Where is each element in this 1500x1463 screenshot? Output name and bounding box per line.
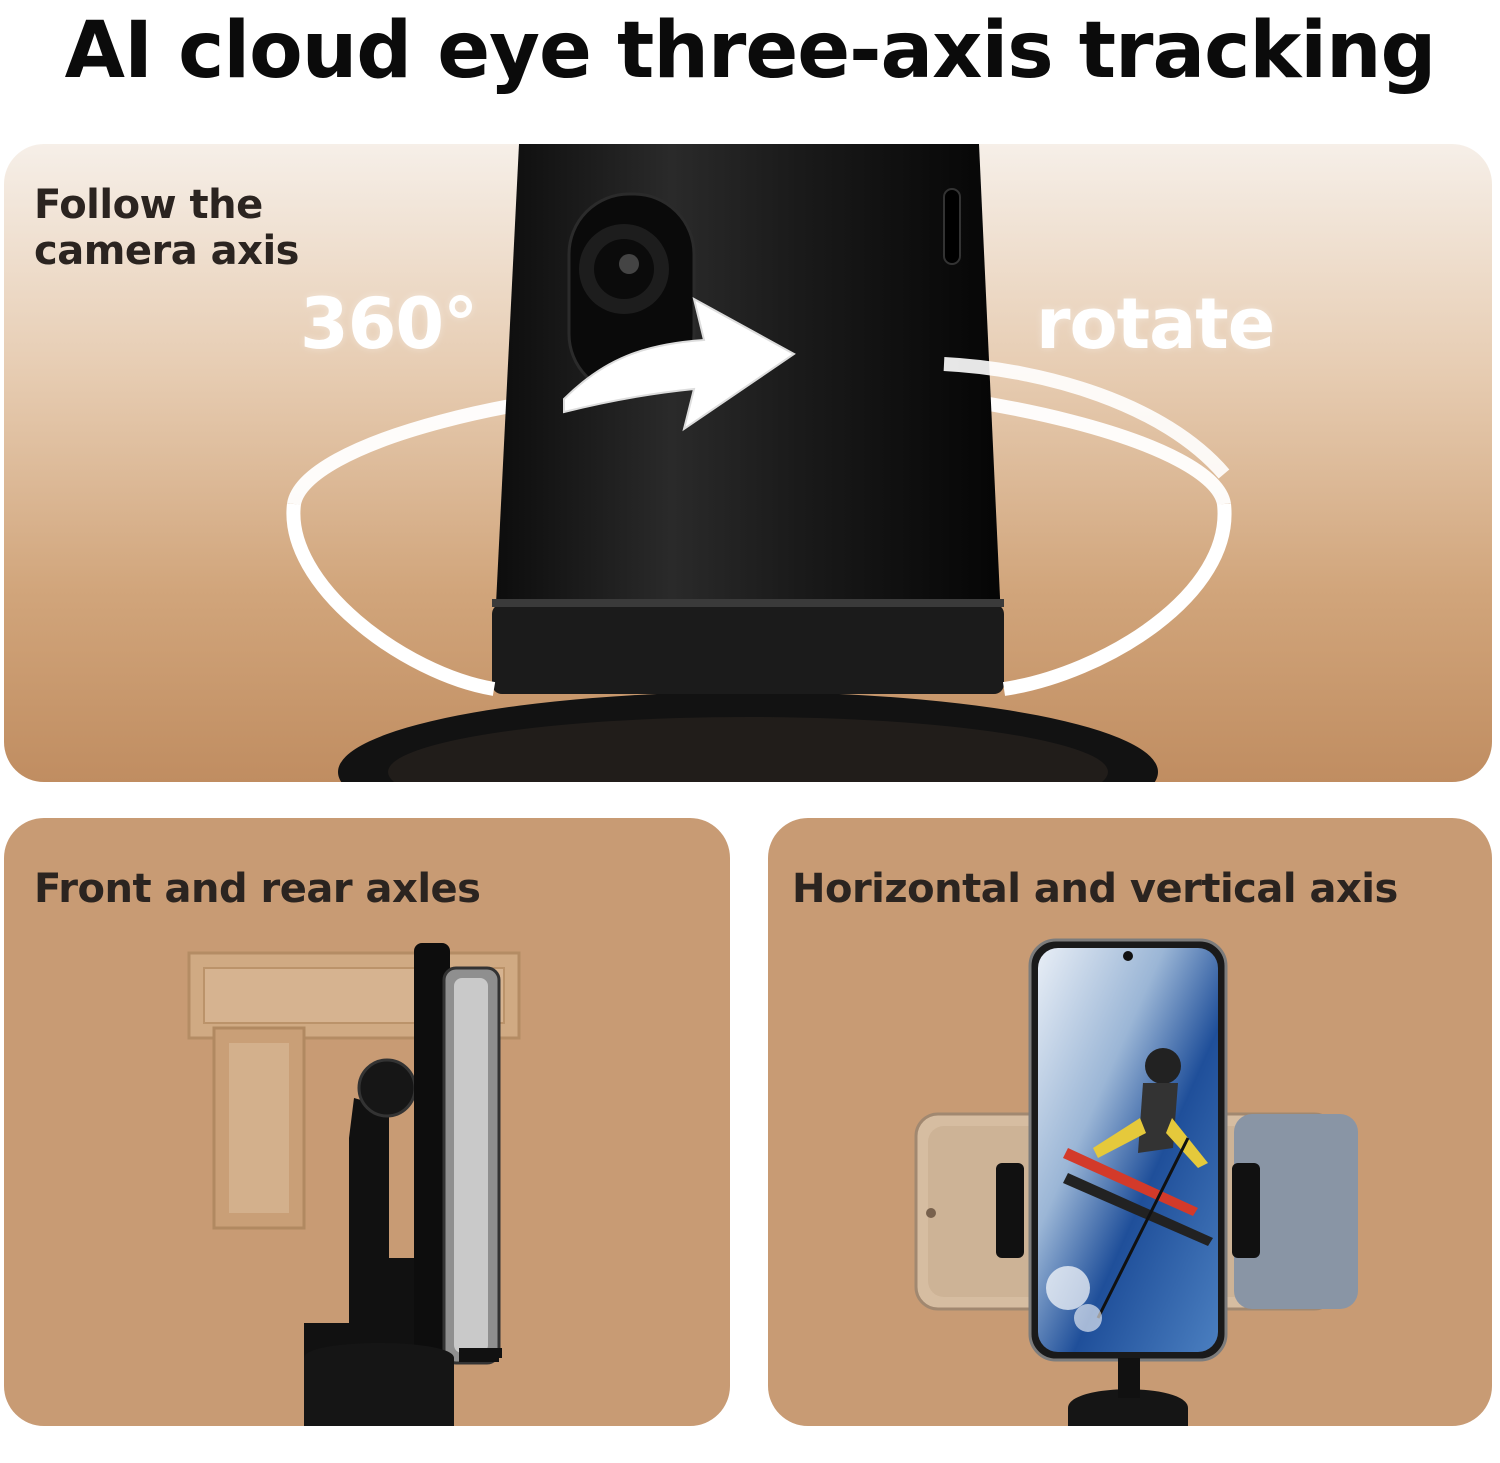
degree-text: 360° bbox=[300, 283, 478, 365]
camera-axis-illustration bbox=[286, 144, 1232, 782]
front-rear-axles-panel: Front and rear axles bbox=[4, 818, 730, 1426]
gimbal-arm bbox=[304, 1098, 414, 1398]
rotate-phone-illustration bbox=[914, 938, 1358, 1426]
horizontal-vertical-axis-panel: Horizontal and vertical axis bbox=[768, 818, 1492, 1426]
panel-label-line1: Follow the bbox=[34, 182, 263, 228]
gimbal-base bbox=[304, 1343, 454, 1426]
rotation-ring-front bbox=[286, 503, 496, 696]
gimbal-base bbox=[1068, 1389, 1188, 1426]
camera-axis-panel: Follow the camera axis 360° rotate bbox=[4, 144, 1492, 782]
headline: AI cloud eye three-axis tracking bbox=[64, 6, 1437, 96]
panel-label-line2: camera axis bbox=[34, 228, 299, 274]
rotate-text: rotate bbox=[1036, 283, 1275, 365]
rotation-arrow bbox=[563, 297, 796, 432]
panel-label: Horizontal and vertical axis bbox=[792, 866, 1398, 912]
panel-label: Front and rear axles bbox=[34, 866, 481, 912]
tilt-gimbal-illustration bbox=[187, 943, 521, 1426]
skier-photo bbox=[1046, 1048, 1213, 1332]
